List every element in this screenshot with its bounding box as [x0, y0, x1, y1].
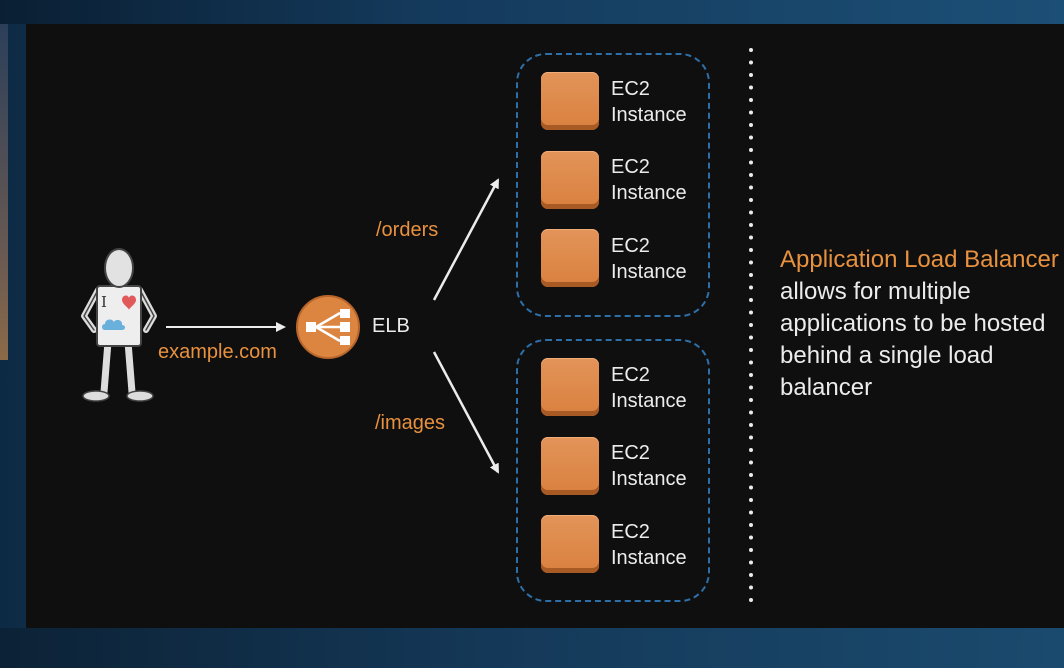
elb-to-orders-arrow: [432, 178, 500, 301]
images-target-group: [516, 339, 710, 602]
elb-to-images-arrow: [432, 351, 500, 474]
ec2-instance-icon: [541, 151, 599, 209]
ec2-instance-icon: [541, 72, 599, 130]
orders-target-group: [516, 53, 710, 317]
route-label-images: /images: [375, 412, 446, 434]
alb-description-text: allows for multiple applications to be h…: [780, 278, 1046, 401]
left-background-strip: [0, 24, 8, 360]
request-domain-label: example.com: [158, 341, 277, 363]
user-shirt-letter: I: [101, 293, 107, 311]
load-balancer-icon: [296, 295, 360, 359]
bottom-background-band: [0, 628, 1064, 668]
load-balancer-label: ELB: [372, 315, 410, 337]
alb-description-highlight: Application Load Balancer: [780, 246, 1059, 273]
ec2-instance-icon: [541, 515, 599, 573]
ec2-instance-icon: [541, 229, 599, 287]
ec2-instance-icon: [541, 358, 599, 416]
ec2-instance-icon: [541, 437, 599, 495]
route-label-orders: /orders: [376, 219, 439, 241]
top-background-band: [0, 0, 1064, 24]
user-figure-icon: [81, 248, 157, 402]
alb-description: Application Load Balancer allows for mul…: [780, 244, 1060, 404]
